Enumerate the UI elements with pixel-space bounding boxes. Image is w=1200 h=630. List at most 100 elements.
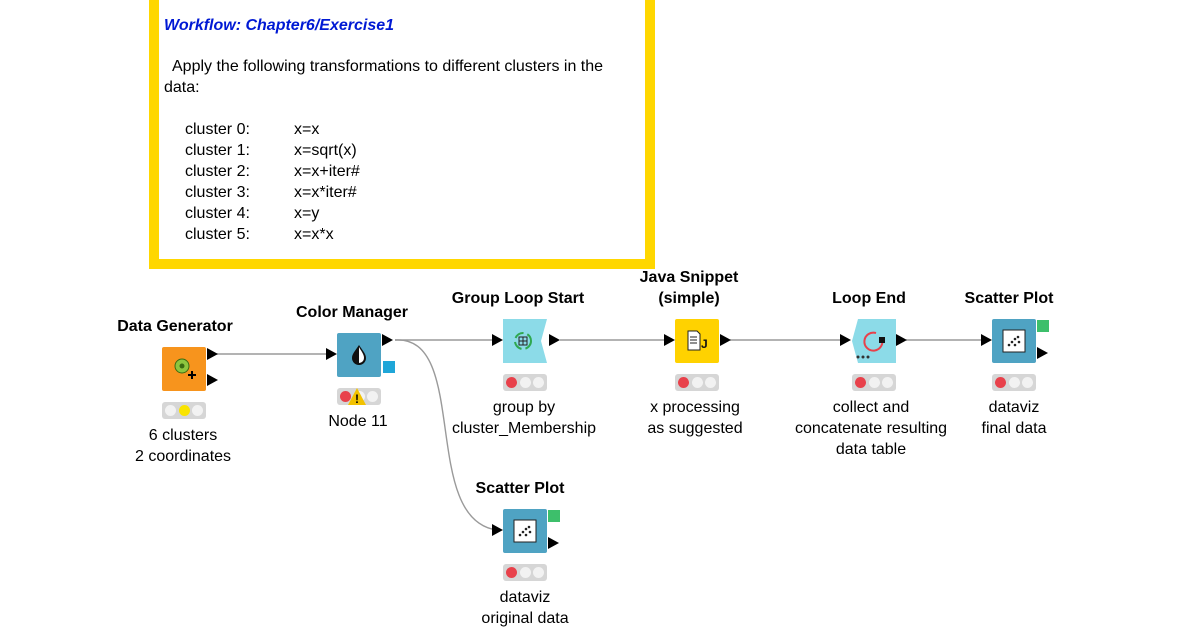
scatter-plot-final-label-line1: dataviz xyxy=(988,399,1040,416)
group-loop-start-node[interactable] xyxy=(503,319,547,363)
annotation-description: Apply the following transformations to d… xyxy=(164,56,641,98)
annotation-title: Workflow: Chapter6/Exercise1 xyxy=(164,17,395,34)
data-generator-label[interactable]: 6 clusters 2 coordinates xyxy=(135,425,231,467)
java-snippet-node[interactable]: J xyxy=(675,319,719,363)
scatter-plot-final-status-indicator xyxy=(992,374,1036,391)
scatter-plot-icon xyxy=(1002,329,1026,353)
annotation-description-text: Apply the following transformations to d… xyxy=(164,58,604,96)
cluster-rule-row: cluster 1:x=sqrt(x) xyxy=(164,140,641,161)
scatter-plot-final-label-line2: final data xyxy=(981,420,1047,437)
connection-colormanager-scatterplot-original[interactable] xyxy=(394,339,498,531)
color-manager-model-port[interactable] xyxy=(383,361,395,373)
cluster-rule-row: cluster 3: x=x*iter# xyxy=(164,182,641,203)
workflow-annotation[interactable]: Workflow: Chapter6/Exercise1 Apply the f… xyxy=(149,0,655,269)
group-loop-start-input-port[interactable] xyxy=(492,334,503,346)
java-snippet-label-line1: x processing xyxy=(650,399,740,416)
status-light-green-off xyxy=(533,377,545,388)
scatter-plot-final-node[interactable] xyxy=(992,319,1036,363)
java-snippet-output-port[interactable] xyxy=(720,334,731,346)
java-snippet-icon: J xyxy=(687,330,708,351)
status-light-yellow-off xyxy=(868,377,880,388)
data-generator-output-port-2[interactable] xyxy=(207,374,218,386)
group-loop-start-label-line1: group by xyxy=(492,399,556,416)
loop-end-label-line3: data table xyxy=(835,441,907,458)
status-light-yellow-off xyxy=(519,377,531,388)
scatter-plot-original-label[interactable]: dataviz original data xyxy=(481,587,568,629)
loop-end-status-indicator xyxy=(852,374,896,391)
loop-end-label-line1: collect and xyxy=(832,399,910,416)
scatter-plot-final-output-port[interactable] xyxy=(1037,347,1048,359)
color-manager-input-port[interactable] xyxy=(326,348,337,360)
cluster-rule-row: cluster 0: x=x xyxy=(164,119,641,140)
status-light-red-on xyxy=(505,567,517,578)
data-generator-output-port-1[interactable] xyxy=(207,348,218,360)
scatter-plot-original-node[interactable] xyxy=(503,509,547,553)
loop-start-shape xyxy=(503,319,547,363)
group-loop-start-output-port[interactable] xyxy=(549,334,560,346)
java-snippet-title[interactable]: Java Snippet (simple) xyxy=(640,267,739,309)
cluster-name: cluster 5: xyxy=(185,226,250,243)
data-generator-status-indicator xyxy=(162,402,206,419)
java-snippet-input-port[interactable] xyxy=(664,334,675,346)
status-light-green-off xyxy=(192,405,204,416)
cluster-rule: x=x xyxy=(294,121,320,138)
warning-exclamation-icon: ! xyxy=(355,392,359,406)
scatter-plot-final-label[interactable]: dataviz final data xyxy=(982,397,1047,439)
loop-end-shape xyxy=(852,319,896,363)
status-light-green-off xyxy=(1022,377,1034,388)
data-generator-label-line1: 6 clusters xyxy=(148,427,218,444)
loop-end-node[interactable] xyxy=(852,319,896,363)
data-generator-node[interactable] xyxy=(162,347,206,391)
loop-end-input-port[interactable] xyxy=(840,334,851,346)
cluster-rule: x=x*x xyxy=(294,226,334,243)
cluster-name: cluster 3: xyxy=(185,184,250,201)
loop-end-label[interactable]: collect and concatenate resulting data t… xyxy=(795,397,947,460)
cluster-name: cluster 0: xyxy=(185,121,250,138)
cluster-rule: x=sqrt(x) xyxy=(294,142,357,159)
status-light-red-on xyxy=(854,377,866,388)
loop-end-label-line2: concatenate resulting xyxy=(794,420,948,437)
cluster-name: cluster 2: xyxy=(185,163,250,180)
data-generator-title[interactable]: Data Generator xyxy=(117,318,233,335)
status-light-red-off xyxy=(164,405,176,416)
group-loop-start-label[interactable]: group by cluster_Membership xyxy=(452,397,596,439)
loop-end-output-port[interactable] xyxy=(896,334,907,346)
cluster-rule: x=x*iter# xyxy=(294,184,357,201)
scatter-plot-final-view-port[interactable] xyxy=(1037,320,1049,332)
color-manager-node[interactable] xyxy=(337,333,381,377)
cluster-rule: x=x+iter# xyxy=(294,163,360,180)
status-light-red-on xyxy=(994,377,1006,388)
scatter-plot-original-output-port[interactable] xyxy=(548,537,559,549)
cluster-rule-list: cluster 0: x=x cluster 1:x=sqrt(x) cluste… xyxy=(164,119,641,245)
cluster-name: cluster 4: xyxy=(185,205,250,222)
scatter-plot-final-input-port[interactable] xyxy=(981,334,992,346)
scatter-plot-original-input-port[interactable] xyxy=(492,524,503,536)
group-loop-start-label-line2: cluster_Membership xyxy=(451,420,597,437)
scatter-plot-final-title[interactable]: Scatter Plot xyxy=(964,290,1054,307)
scatter-plot-original-view-port[interactable] xyxy=(548,510,560,522)
java-snippet-title-line2: (simple) xyxy=(658,290,720,307)
scatter-plot-original-label-line2: original data xyxy=(481,610,569,627)
cluster-rule: x=y xyxy=(294,205,320,222)
loop-end-title[interactable]: Loop End xyxy=(832,290,906,307)
scatter-plot-original-title[interactable]: Scatter Plot xyxy=(475,480,565,497)
status-light-yellow-off xyxy=(1008,377,1020,388)
status-light-green-off xyxy=(882,377,894,388)
status-light-red-on xyxy=(339,391,351,402)
status-light-red-on xyxy=(677,377,689,388)
group-loop-start-title[interactable]: Group Loop Start xyxy=(451,290,585,307)
warning-icon xyxy=(348,388,366,405)
cluster-rule-row: cluster 5: x=x*x xyxy=(164,224,641,245)
status-light-yellow-off xyxy=(691,377,703,388)
color-manager-title[interactable]: Color Manager xyxy=(295,304,409,321)
svg-text:J: J xyxy=(701,337,708,351)
color-manager-label[interactable]: Node 11 xyxy=(328,413,388,430)
color-manager-output-port[interactable] xyxy=(382,334,393,346)
cluster-rule-row: cluster 4: x=y xyxy=(164,203,641,224)
status-light-green-off xyxy=(367,391,379,402)
scatter-plot-original-status-indicator xyxy=(503,564,547,581)
java-snippet-title-line1: Java Snippet xyxy=(639,269,739,286)
scatter-plot-icon xyxy=(513,519,537,543)
java-snippet-label[interactable]: x processing as suggested xyxy=(647,397,742,439)
